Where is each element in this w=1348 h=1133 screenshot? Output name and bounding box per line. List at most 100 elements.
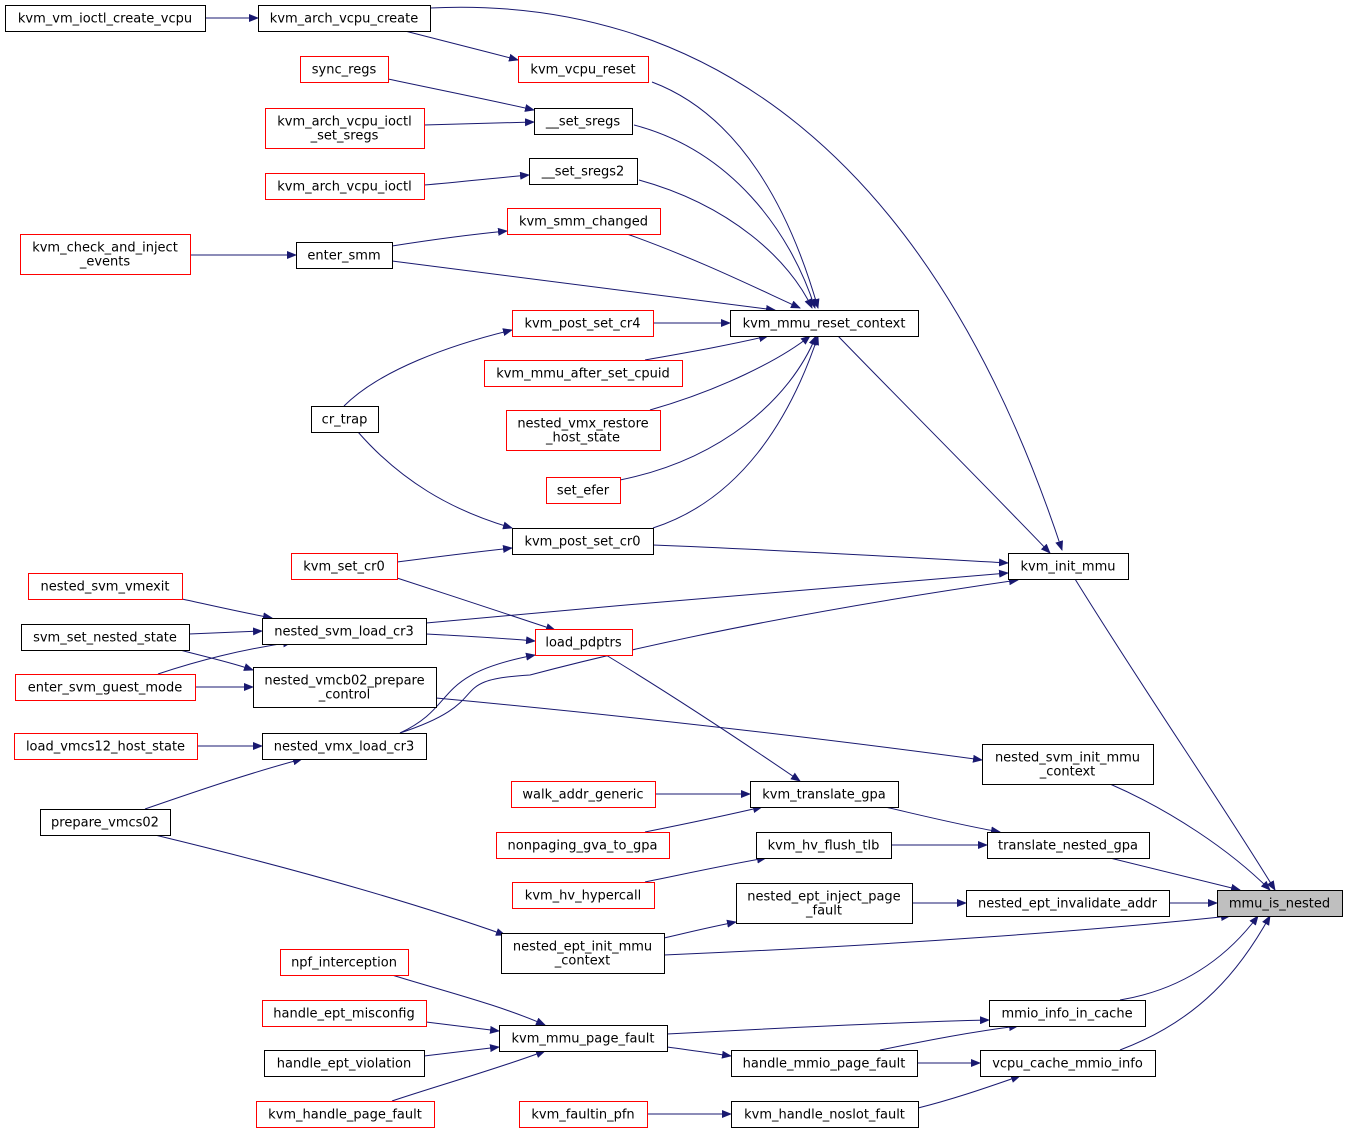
node-label: nonpaging_gva_to_gpa [508,839,658,854]
node-kvm_arch_vcpu_create[interactable]: kvm_arch_vcpu_create [258,5,431,32]
node-handle_ept_violation[interactable]: handle_ept_violation [264,1050,425,1077]
edge-vcpu_cache_mmio_info-to-mmu_is_nested [1119,915,1271,1051]
node-box [499,1025,668,1052]
node-box [258,5,431,32]
node-label: nested_vmcb02_prepare [264,674,424,689]
node-enter_svm_guest_mode[interactable]: enter_svm_guest_mode [15,674,196,701]
node-prepare_vmcs02[interactable]: prepare_vmcs02 [40,809,171,836]
node-box [529,158,638,185]
node-kvm_handle_noslot_fault[interactable]: kvm_handle_noslot_fault [731,1101,919,1128]
node-walk_addr_generic[interactable]: walk_addr_generic [511,781,656,808]
node-label: vcpu_cache_mmio_info [992,1057,1143,1072]
node-box [980,1050,1156,1077]
edge-nested_svm_load_cr3-to-kvm_init_mmu [425,569,1009,624]
node-nested_vmx_restore_host_state[interactable]: nested_vmx_restore_host_state [506,410,661,451]
node-vcpu_cache_mmio_info[interactable]: vcpu_cache_mmio_info [980,1050,1156,1077]
node-sync_regs[interactable]: sync_regs [300,56,389,83]
edges-layer [144,6,1276,1118]
node-label: kvm_arch_vcpu_ioctl [277,115,412,130]
node-kvm_post_set_cr4[interactable]: kvm_post_set_cr4 [512,310,654,337]
node-box [966,890,1170,917]
edge-cr_trap-to-kvm_post_set_cr0 [357,431,513,530]
node-box [518,56,649,83]
node-nested_vmcb02_prepare_control[interactable]: nested_vmcb02_prepare_control [253,667,437,708]
edge-kvm_post_set_cr0-to-kvm_mmu_reset_context [652,335,819,529]
node-label: kvm_mmu_page_fault [512,1032,655,1047]
node-kvm_hv_hypercall[interactable]: kvm_hv_hypercall [512,882,655,909]
node-box [512,528,654,555]
node-label: load_pdptrs [545,636,621,651]
edge-kvm_hv_hypercall-to-kvm_hv_flush_tlb [644,855,767,883]
node-box [987,832,1150,859]
node-mmio_info_in_cache[interactable]: mmio_info_in_cache [989,1000,1146,1027]
node-nested_svm_init_mmu_context[interactable]: nested_svm_init_mmu_context [982,744,1154,785]
edge-kvm_mmu_reset_context-to-kvm_init_mmu [837,335,1051,554]
node-nested_ept_inject_page_fault[interactable]: nested_ept_inject_page_fault [736,883,913,924]
node-kvm_mmu_after_set_cpuid[interactable]: kvm_mmu_after_set_cpuid [484,360,683,387]
node-kvm_check_and_inject_events[interactable]: kvm_check_and_inject_events [20,234,191,275]
node-box [21,624,190,651]
node-box [519,1101,648,1128]
node-kvm_faultin_pfn[interactable]: kvm_faultin_pfn [519,1101,648,1128]
node-__set_sregs[interactable]: __set_sregs [534,108,633,135]
edge-kvm_set_cr0-to-kvm_post_set_cr0 [396,544,513,563]
node-label: _events [79,255,131,270]
node-kvm_translate_gpa[interactable]: kvm_translate_gpa [750,781,899,808]
node-box [535,629,633,656]
node-label: _context [1039,765,1096,780]
node-box [1217,890,1343,917]
node-label: kvm_smm_changed [519,215,648,230]
node-label: set_efer [557,484,610,499]
node-kvm_hv_flush_tlb[interactable]: kvm_hv_flush_tlb [756,832,892,859]
node-box [264,1050,425,1077]
node-kvm_init_mmu[interactable]: kvm_init_mmu [1008,553,1129,580]
node-__set_sregs2[interactable]: __set_sregs2 [529,158,638,185]
node-nested_ept_init_mmu_context[interactable]: nested_ept_init_mmu_context [501,933,665,974]
node-label: nested_ept_init_mmu [513,940,652,955]
edge-svm_set_nested_state-to-nested_vmcb02_prepare_control [179,649,254,671]
node-enter_smm[interactable]: enter_smm [296,242,393,269]
node-kvm_post_set_cr0[interactable]: kvm_post_set_cr0 [512,528,654,555]
edge-enter_smm-to-kvm_smm_changed [391,227,508,247]
node-kvm_smm_changed[interactable]: kvm_smm_changed [507,208,661,235]
node-kvm_vm_ioctl_create_vcpu[interactable]: kvm_vm_ioctl_create_vcpu [5,5,206,32]
node-kvm_handle_page_fault[interactable]: kvm_handle_page_fault [256,1101,435,1128]
node-kvm_mmu_page_fault[interactable]: kvm_mmu_page_fault [499,1025,668,1052]
node-nested_vmx_load_cr3[interactable]: nested_vmx_load_cr3 [262,733,427,760]
edge-kvm_arch_vcpu_ioctl-to-__set_sregs2 [423,171,530,186]
node-box [5,5,206,32]
node-box [484,360,683,387]
node-label: kvm_vcpu_reset [530,63,635,78]
node-load_vmcs12_host_state[interactable]: load_vmcs12_host_state [14,733,198,760]
node-handle_mmio_page_fault[interactable]: handle_mmio_page_fault [731,1050,918,1077]
node-box [512,310,654,337]
node-label: enter_smm [307,249,380,264]
node-box [1008,553,1129,580]
node-kvm_mmu_reset_context[interactable]: kvm_mmu_reset_context [730,310,919,337]
node-kvm_vcpu_reset[interactable]: kvm_vcpu_reset [518,56,649,83]
node-kvm_set_cr0[interactable]: kvm_set_cr0 [291,553,398,580]
node-svm_set_nested_state[interactable]: svm_set_nested_state [21,624,190,651]
node-nested_svm_load_cr3[interactable]: nested_svm_load_cr3 [262,618,427,645]
edge-set_efer-to-kvm_mmu_reset_context [619,335,817,481]
node-translate_nested_gpa[interactable]: translate_nested_gpa [987,832,1150,859]
node-nested_ept_invalidate_addr[interactable]: nested_ept_invalidate_addr [966,890,1170,917]
node-npf_interception[interactable]: npf_interception [280,949,409,976]
edge-handle_ept_misconfig-to-kvm_mmu_page_fault [425,1021,500,1034]
node-nested_svm_vmexit[interactable]: nested_svm_vmexit [28,573,183,600]
node-box [262,1000,427,1027]
node-box [534,108,633,135]
node-kvm_arch_vcpu_ioctl[interactable]: kvm_arch_vcpu_ioctl [265,173,425,200]
node-box [291,553,398,580]
edge-kvm_mmu_page_fault-to-mmio_info_in_cache [666,1016,990,1035]
node-label: kvm_arch_vcpu_ioctl [277,180,412,195]
node-handle_ept_misconfig[interactable]: handle_ept_misconfig [262,1000,427,1027]
node-nonpaging_gva_to_gpa[interactable]: nonpaging_gva_to_gpa [496,832,670,859]
node-kvm_arch_vcpu_ioctl_set_sregs[interactable]: kvm_arch_vcpu_ioctl_set_sregs [265,108,425,149]
node-cr_trap[interactable]: cr_trap [311,406,379,433]
node-set_efer[interactable]: set_efer [546,477,621,504]
node-load_pdptrs[interactable]: load_pdptrs [535,629,633,656]
node-label: kvm_set_cr0 [303,560,385,575]
node-label: kvm_init_mmu [1020,560,1115,575]
node-label: walk_addr_generic [522,788,643,803]
